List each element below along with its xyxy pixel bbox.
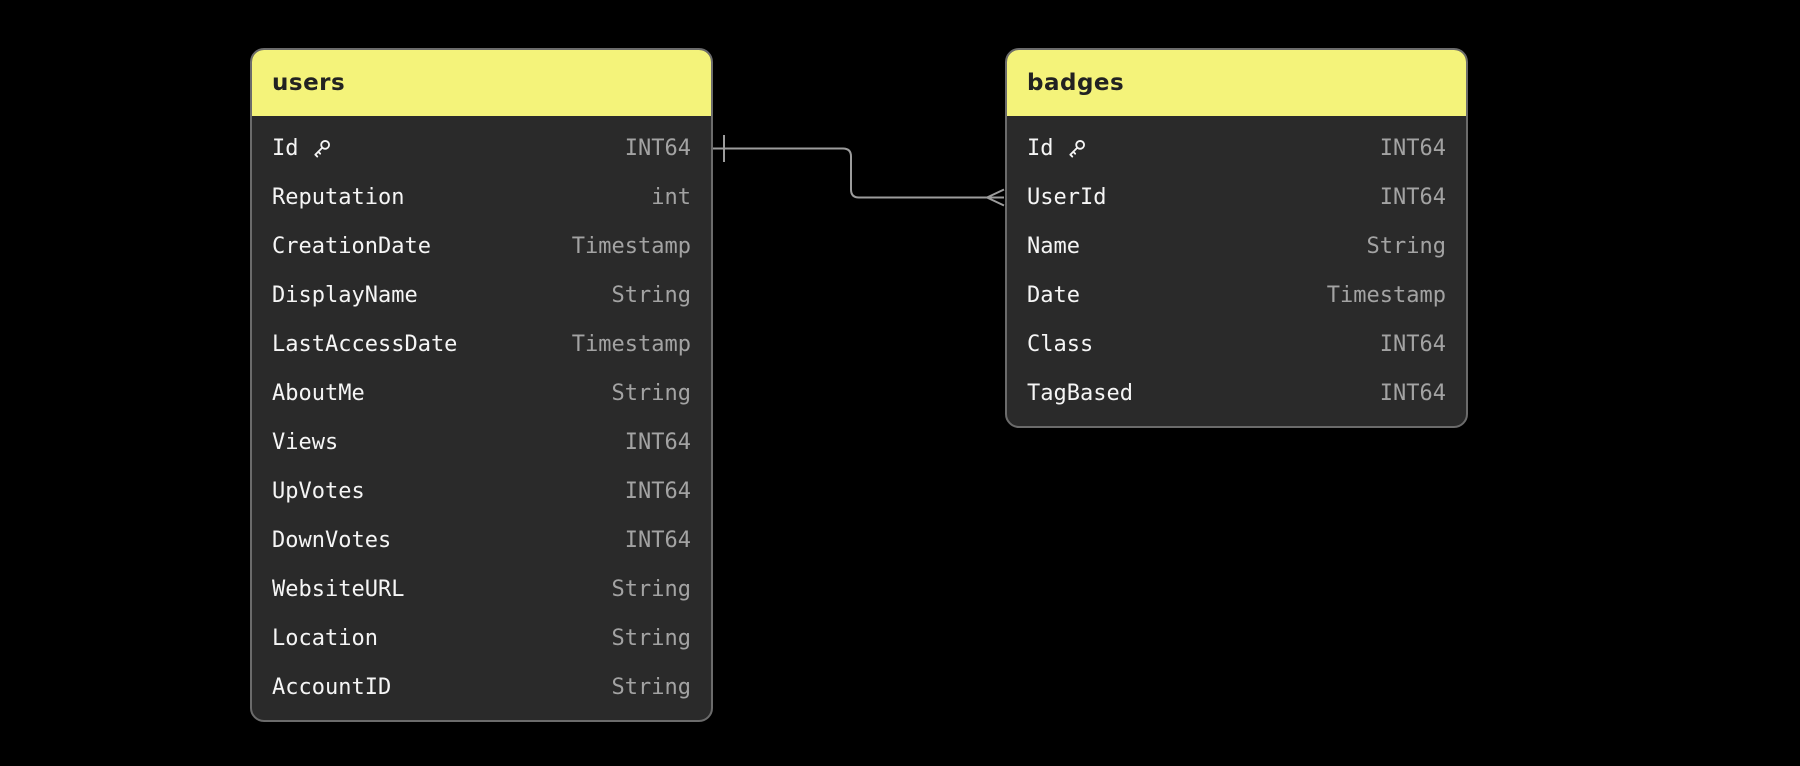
field-name: WebsiteURL <box>272 577 405 602</box>
field-type: String <box>611 381 691 406</box>
field-name: Reputation <box>272 185 405 210</box>
field-row[interactable]: AboutMe String <box>252 369 711 418</box>
primary-key-icon <box>310 137 333 160</box>
field-type: String <box>611 283 691 308</box>
field-row[interactable]: Views INT64 <box>252 418 711 467</box>
field-row[interactable]: Date Timestamp <box>1007 271 1466 320</box>
field-row[interactable]: Id INT64 <box>1007 124 1466 173</box>
field-row[interactable]: DownVotes INT64 <box>252 516 711 565</box>
field-name: Class <box>1027 332 1094 357</box>
field-row[interactable]: TagBased INT64 <box>1007 369 1466 418</box>
field-name: Id <box>1027 136 1088 161</box>
field-name: TagBased <box>1027 381 1133 406</box>
primary-key-icon <box>1065 137 1088 160</box>
field-type: INT64 <box>1379 332 1446 357</box>
field-name: Name <box>1027 234 1080 259</box>
field-type: String <box>611 675 691 700</box>
field-row[interactable]: WebsiteURL String <box>252 565 711 614</box>
field-row[interactable]: DisplayName String <box>252 271 711 320</box>
field-type: Timestamp <box>571 332 691 357</box>
field-type: String <box>611 626 691 651</box>
field-type: String <box>611 577 691 602</box>
field-type: INT64 <box>624 136 691 161</box>
users-table-header[interactable]: users <box>252 50 711 116</box>
field-name: CreationDate <box>272 234 431 259</box>
field-name: AccountID <box>272 675 392 700</box>
field-type: INT64 <box>624 430 691 455</box>
field-row[interactable]: Reputation int <box>252 173 711 222</box>
field-type: Timestamp <box>1326 283 1446 308</box>
field-name: AboutMe <box>272 381 365 406</box>
field-row[interactable]: Name String <box>1007 222 1466 271</box>
users-table-body: Id INT64 Reputation int <box>252 116 711 720</box>
badges-table-body: Id INT64 UserId INT64 N <box>1007 116 1466 426</box>
field-row[interactable]: CreationDate Timestamp <box>252 222 711 271</box>
badges-table: badges Id INT64 U <box>1005 48 1468 428</box>
field-type: INT64 <box>1379 381 1446 406</box>
field-row[interactable]: UserId INT64 <box>1007 173 1466 222</box>
field-row[interactable]: LastAccessDate Timestamp <box>252 320 711 369</box>
field-name: Location <box>272 626 378 651</box>
field-row[interactable]: UpVotes INT64 <box>252 467 711 516</box>
field-type: Timestamp <box>571 234 691 259</box>
field-name: UserId <box>1027 185 1107 210</box>
field-type: int <box>651 185 691 210</box>
field-row[interactable]: Id INT64 <box>252 124 711 173</box>
field-row[interactable]: AccountID String <box>252 663 711 712</box>
field-type: INT64 <box>1379 185 1446 210</box>
users-table: users Id INT64 Re <box>250 48 713 722</box>
field-row[interactable]: Location String <box>252 614 711 663</box>
badges-table-header[interactable]: badges <box>1007 50 1466 116</box>
field-name: DisplayName <box>272 283 418 308</box>
field-type: INT64 <box>1379 136 1446 161</box>
field-name: Id <box>272 136 333 161</box>
table-title: users <box>272 70 346 96</box>
table-title: badges <box>1027 70 1125 96</box>
field-name: Date <box>1027 283 1080 308</box>
field-type: INT64 <box>624 479 691 504</box>
field-name: DownVotes <box>272 528 392 553</box>
field-row[interactable]: Class INT64 <box>1007 320 1466 369</box>
field-name: LastAccessDate <box>272 332 458 357</box>
field-type: INT64 <box>624 528 691 553</box>
field-name: Views <box>272 430 339 455</box>
field-name: UpVotes <box>272 479 365 504</box>
cardinality-many-crowsfoot <box>986 188 1005 207</box>
field-type: String <box>1366 234 1446 259</box>
connector-path <box>713 147 1004 199</box>
